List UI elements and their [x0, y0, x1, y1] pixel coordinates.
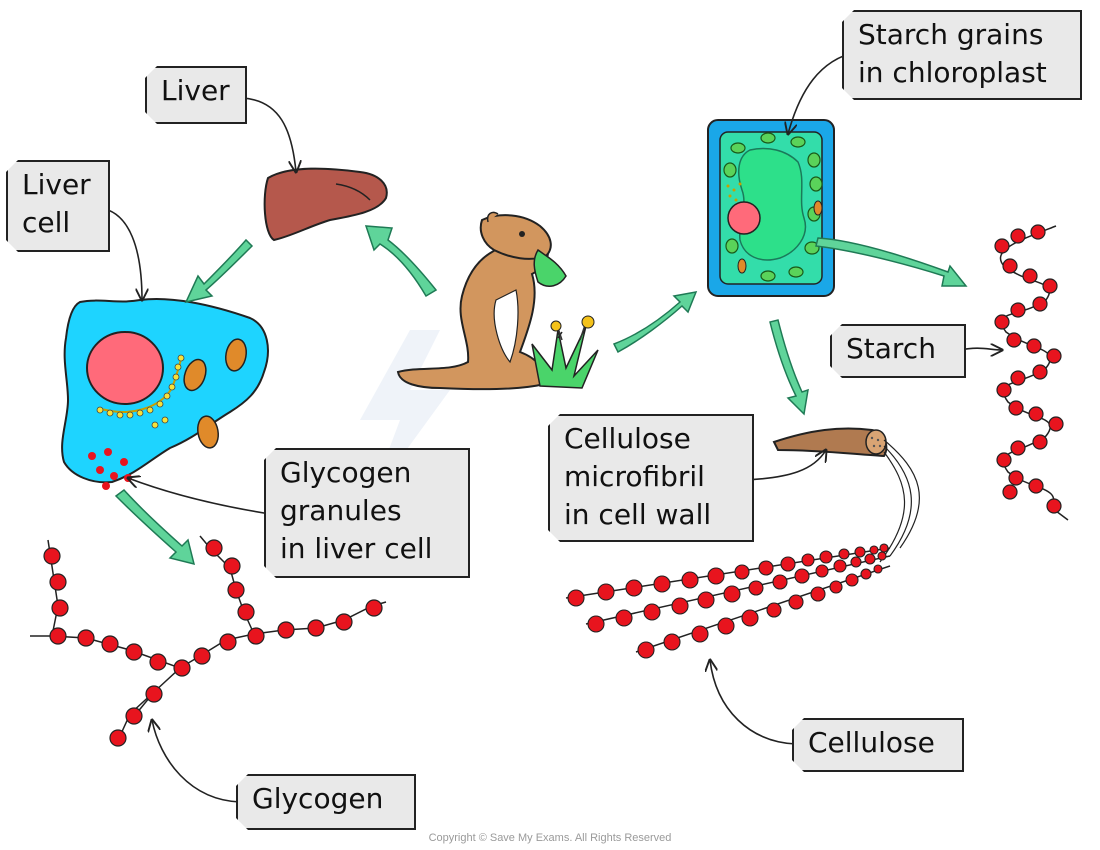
label-glycogen-text: Glycogen — [252, 782, 384, 815]
label-glycogen-granules-line2: granules — [280, 494, 402, 527]
copyright-notice: Copyright © Save My Exams. All Rights Re… — [428, 832, 672, 844]
label-glycogen-granules-line3: in liver cell — [280, 532, 433, 565]
label-liver-cell-line2: cell — [22, 206, 71, 239]
arrow-cell-to-glycogen — [114, 488, 196, 566]
liver-cell-icon — [61, 297, 269, 490]
leader-glycogen — [152, 720, 241, 803]
label-glycogen: Glycogen — [236, 774, 416, 830]
arrow-cell-to-cellulose — [769, 319, 809, 416]
label-cellulose-microfibril: Cellulose microfibril in cell wall — [548, 414, 754, 542]
leader-glycogen-granules — [128, 478, 271, 515]
starch-helix-icon — [994, 224, 1069, 521]
label-liver-cell: Liver cell — [6, 160, 110, 252]
process-arrows — [114, 225, 968, 566]
label-microfibril-line2: microfibril — [564, 460, 705, 493]
cellulose-chains-icon — [565, 543, 891, 659]
label-starch-grains-line1: Starch grains — [858, 18, 1044, 51]
leader-lines — [96, 48, 1002, 806]
leader-microfibril — [743, 450, 826, 481]
watermark — [360, 330, 450, 500]
leader-starch — [959, 348, 1002, 350]
label-microfibril-line1: Cellulose — [564, 422, 691, 455]
label-starch: Starch — [830, 324, 966, 378]
label-liver-text: Liver — [161, 74, 230, 107]
label-liver: Liver — [145, 66, 247, 124]
squirrel-icon — [396, 211, 567, 391]
arrow-rodent-to-liver — [364, 225, 438, 298]
label-starch-grains: Starch grains in chloroplast — [842, 10, 1082, 100]
label-cellulose: Cellulose — [792, 718, 964, 772]
arrow-plant-to-cell — [612, 291, 698, 354]
arrow-cell-to-starch — [815, 237, 968, 287]
label-starch-grains-line2: in chloroplast — [858, 56, 1047, 89]
microfibril-icon — [772, 427, 920, 563]
label-starch-text: Starch — [846, 332, 936, 365]
arrow-liver-to-cell — [184, 238, 254, 304]
label-liver-cell-line1: Liver — [22, 168, 91, 201]
glycogen-chain-icon — [30, 535, 387, 747]
label-glycogen-granules-line1: Glycogen — [280, 456, 412, 489]
leader-liver — [241, 97, 296, 172]
grass-plant-icon — [531, 315, 599, 389]
label-glycogen-granules: Glycogen granules in liver cell — [264, 448, 470, 578]
label-microfibril-line3: in cell wall — [564, 498, 712, 531]
plant-cell-icon — [707, 119, 835, 297]
label-cellulose-text: Cellulose — [808, 726, 935, 759]
liver-icon — [263, 167, 388, 242]
leader-cellulose — [710, 660, 797, 745]
